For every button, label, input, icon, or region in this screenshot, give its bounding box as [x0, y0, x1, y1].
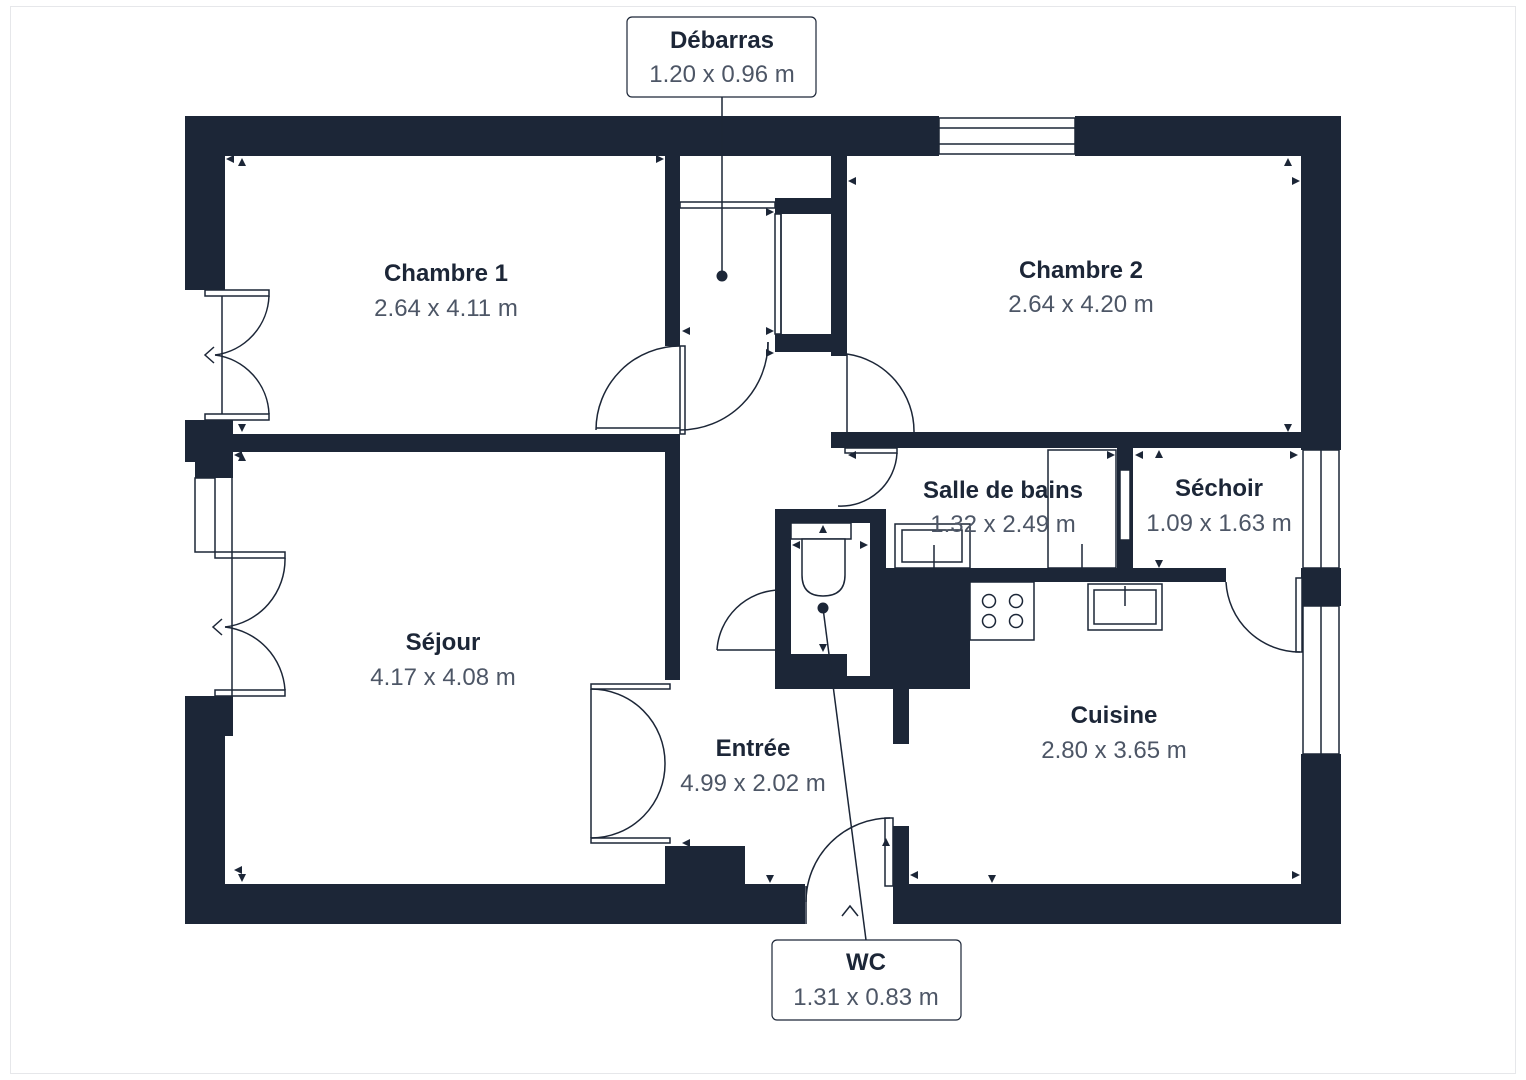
room-sejour-size: 4.17 x 4.08 m: [370, 664, 515, 691]
room-cuisine-name: Cuisine: [1071, 702, 1158, 729]
wc-marker-icon: [817, 602, 829, 614]
callout-wc: WC 1.31 x 0.83 m: [771, 939, 962, 1021]
room-entree-name: Entrée: [716, 735, 791, 762]
room-sechoir-size: 1.09 x 1.63 m: [1146, 510, 1291, 537]
room-salle-de-bains-size: 1.32 x 2.49 m: [930, 511, 1075, 538]
callout-wc-name: WC: [846, 949, 886, 976]
radiator-icon: [1119, 469, 1131, 541]
room-sejour-name: Séjour: [406, 629, 481, 656]
exterior-walls: [185, 116, 1341, 924]
room-chambre-1-name: Chambre 1: [384, 260, 508, 287]
dimension-markers: [226, 155, 1300, 883]
stove-icon: [969, 581, 1035, 641]
shelf-icon: [679, 201, 776, 209]
fixtures: [679, 201, 1163, 641]
room-labels: Chambre 1 2.64 x 4.11 m Chambre 2 2.64 x…: [370, 257, 1291, 797]
interior-walls: [233, 156, 1301, 886]
debarras-marker-icon: [716, 270, 728, 282]
room-chambre-1-size: 2.64 x 4.11 m: [374, 295, 518, 322]
callout-debarras-size: 1.20 x 0.96 m: [649, 61, 794, 88]
callout-debarras-name: Débarras: [670, 27, 774, 54]
room-chambre-2-size: 2.64 x 4.20 m: [1008, 291, 1153, 318]
page-frame: [10, 6, 1516, 1074]
callout-debarras: Débarras 1.20 x 0.96 m: [626, 16, 817, 98]
room-entree-size: 4.99 x 2.02 m: [680, 770, 825, 797]
toilet-icon: [801, 538, 846, 597]
callout-leaders: [716, 97, 867, 941]
callout-wc-size: 1.31 x 0.83 m: [793, 984, 938, 1011]
room-cuisine-size: 2.80 x 3.65 m: [1041, 737, 1186, 764]
closet-rail-icon: [774, 213, 782, 335]
room-sechoir-name: Séchoir: [1175, 475, 1263, 502]
doors: [194, 289, 1303, 924]
room-salle-de-bains-name: Salle de bains: [923, 477, 1083, 504]
room-chambre-2-name: Chambre 2: [1019, 257, 1143, 284]
windows: [938, 117, 1340, 755]
